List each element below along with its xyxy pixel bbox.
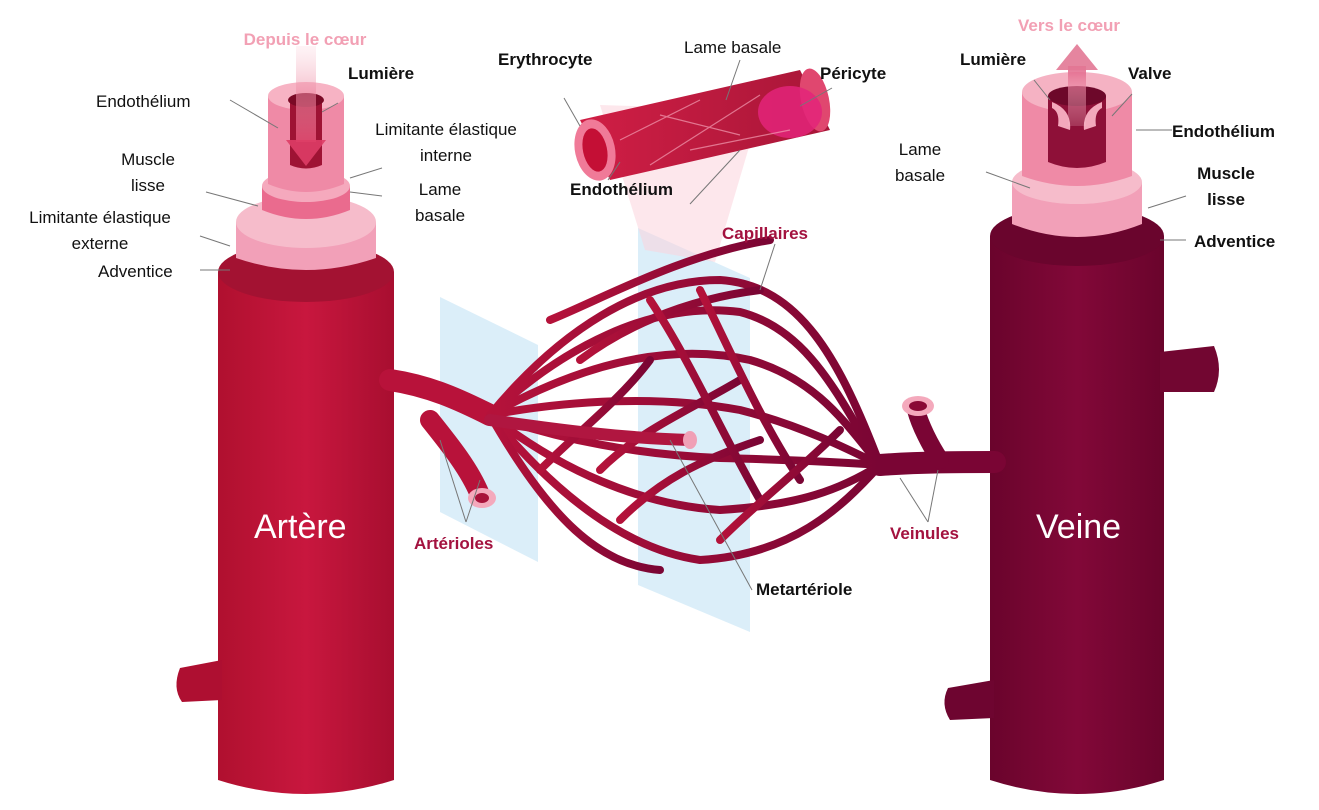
artery-basal-lamina-label: Lame basale [400, 180, 480, 226]
vein-vessel [944, 44, 1219, 794]
artery-lumen-label: Lumière [348, 64, 414, 84]
vein-lumen-label: Lumière [960, 50, 1026, 70]
valve-label: Valve [1128, 64, 1172, 84]
artery-adventitia-label: Adventice [98, 262, 173, 282]
capillary-basal-lamina-label: Lame basale [684, 38, 781, 58]
vein-adventitia-label: Adventice [1194, 232, 1275, 252]
vein-basal-lamina-label: Lame basale [880, 140, 960, 186]
artery-endothelium-label: Endothélium [96, 92, 191, 112]
metarteriole-label: Metartériole [756, 580, 852, 600]
flow-from-heart-label: Depuis le cœur [212, 30, 398, 50]
arterioles-label: Artérioles [414, 534, 493, 554]
erythrocyte-label: Erythrocyte [498, 50, 592, 70]
pericyte-label: Péricyte [820, 64, 886, 84]
vein-name-label: Veine [1036, 508, 1121, 546]
venules-label: Veinules [890, 524, 959, 544]
vein-endothelium-label: Endothélium [1172, 122, 1275, 142]
vein-smooth-muscle-label: Muscle lisse [1186, 164, 1266, 210]
arrow-up-icon [1056, 44, 1098, 70]
artery-smooth-muscle-label: Muscle lisse [98, 150, 198, 196]
capillaries-label: Capillaires [722, 224, 808, 244]
artery-name-label: Artère [254, 508, 347, 546]
internal-elastic-label: Limitante élastique interne [356, 120, 536, 166]
flow-to-heart-label: Vers le cœur [1018, 16, 1120, 36]
capillary-endothelium-label: Endothélium [570, 180, 673, 200]
external-elastic-label: Limitante élastique externe [2, 208, 198, 254]
